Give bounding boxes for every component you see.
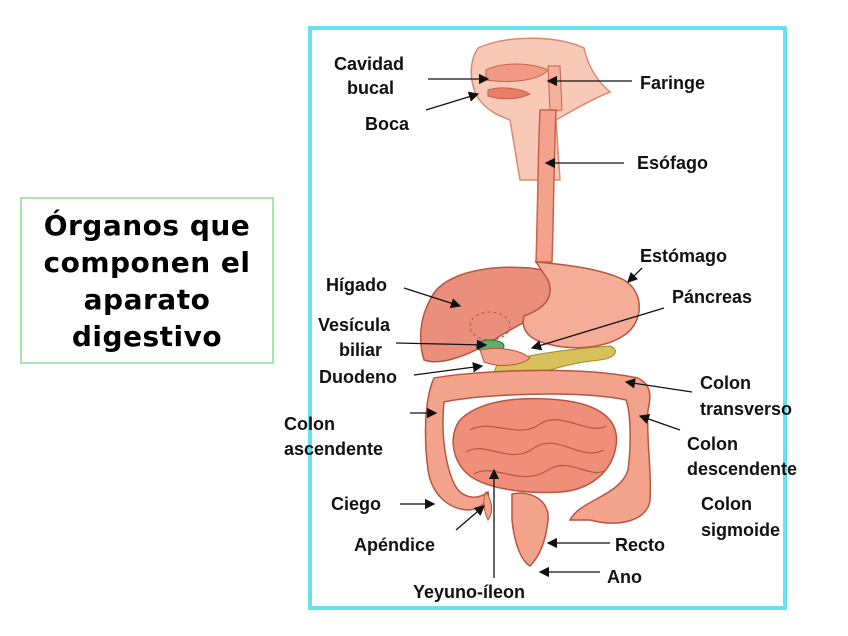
label-colon-sigmoide-1: Colon: [701, 494, 752, 514]
rectum: [511, 492, 549, 567]
label-colon-transverso-1: Colon: [700, 373, 751, 393]
label-vesicula-2: biliar: [339, 340, 383, 360]
label-colon-sigmoide-2: sigmoide: [701, 520, 781, 540]
label-boca: Boca: [365, 114, 410, 134]
duodenum: [479, 347, 531, 366]
label-colon-ascendente-1: Colon: [284, 414, 335, 434]
leader-lines: [395, 73, 693, 578]
label-colon-transverso-2: transverso: [700, 399, 793, 419]
label-ano: Ano: [607, 567, 642, 587]
stomach: [522, 261, 640, 349]
label-colon-descendente-1: Colon: [687, 434, 738, 454]
small-intestine: [452, 397, 618, 494]
label-yeyuno-ileon: Yeyuno-íleon: [413, 582, 526, 602]
label-colon-ascendente-2: ascendente: [284, 439, 384, 459]
label-faringe: Faringe: [640, 73, 706, 93]
label-esofago: Esófago: [637, 153, 709, 173]
appendix: [483, 491, 493, 521]
diagram-frame: [308, 26, 787, 610]
label-recto: Recto: [615, 535, 666, 555]
label-estomago: Estómago: [640, 246, 728, 266]
label-vesicula-1: Vesícula: [318, 315, 391, 335]
label-pancreas: Páncreas: [672, 287, 753, 307]
title-box: Órganos que componen el aparato digestiv…: [20, 197, 274, 364]
label-higado: Hígado: [326, 275, 387, 295]
label-duodeno: Duodeno: [319, 367, 397, 387]
label-cavidad-bucal-2: bucal: [347, 78, 395, 98]
label-apendice: Apéndice: [354, 535, 436, 555]
label-colon-descendente-2: descendente: [687, 459, 798, 479]
label-cavidad-bucal-1: Cavidad: [334, 54, 405, 74]
label-ciego: Ciego: [331, 494, 382, 514]
page-title: Órganos que componen el aparato digestiv…: [43, 208, 251, 353]
esophagus: [535, 109, 557, 263]
